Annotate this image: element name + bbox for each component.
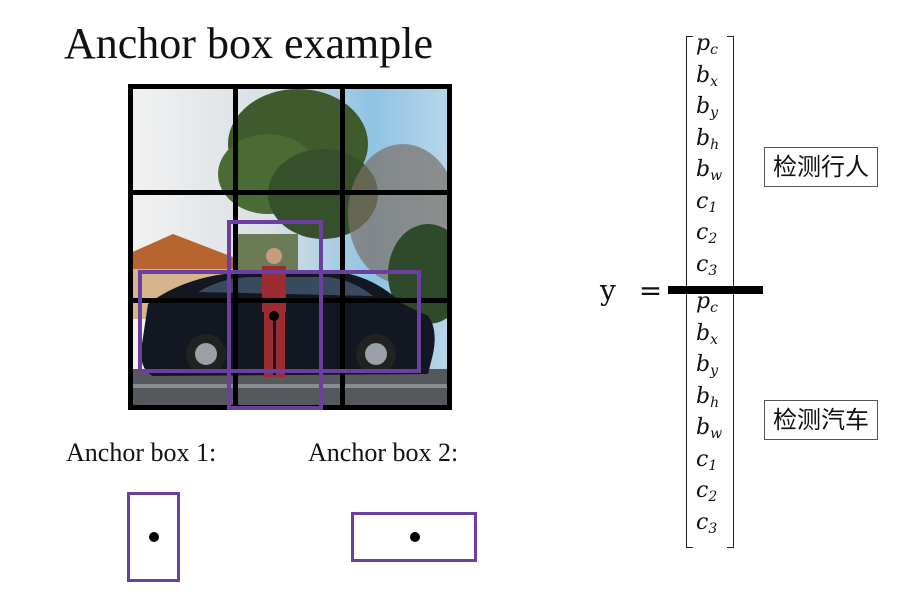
vector-entry-base: b (696, 63, 711, 88)
vector-entry: bh (696, 385, 734, 415)
pedestrian-annotation: 检测行人 (764, 147, 878, 187)
vector-entry: c1 (696, 190, 734, 220)
pedestrian-bounding-box (227, 220, 323, 410)
anchor-box-1-label: Anchor box 1: (66, 438, 217, 467)
vector-entry-base: b (696, 157, 711, 182)
vector-entry-base: b (696, 94, 711, 119)
anchor-box-1-center-dot (149, 532, 159, 542)
vector-entry: bx (696, 64, 734, 94)
car-annotation: 检测汽车 (764, 400, 878, 440)
vector-entry-base: c (696, 252, 709, 277)
vector-entry-base: p (696, 31, 711, 56)
anchor-box-2-center-dot (410, 532, 420, 542)
vector-entry-base: c (696, 478, 709, 503)
vector-entry-subscript: y (710, 363, 719, 379)
grid-line-h1 (128, 84, 452, 89)
vector-entry-subscript: h (710, 395, 720, 411)
equals-sign: = (638, 274, 663, 307)
vector-divider-bar (668, 286, 763, 294)
vector-entry-base: c (696, 189, 709, 214)
vector-entry: bx (696, 322, 734, 352)
vector-entry: bw (696, 416, 734, 446)
vector-entry: c2 (696, 221, 734, 251)
vector-entry: c2 (696, 479, 734, 509)
anchor-box-2-shape (351, 512, 477, 562)
vector-entry-base: c (696, 447, 709, 472)
example-photo (128, 84, 452, 410)
grid-line-v1 (128, 84, 133, 410)
vector-entry-base: b (696, 384, 711, 409)
vector-entry-base: c (696, 220, 709, 245)
vector-entry: pc (696, 290, 734, 320)
vector-entry-subscript: w (710, 168, 723, 184)
vector-entry-base: p (696, 289, 711, 314)
vector-entry: c3 (696, 253, 734, 283)
vector-entry-subscript: 1 (708, 458, 718, 474)
vector-entry-base: b (696, 321, 711, 346)
vector-entry-subscript: x (710, 332, 718, 348)
vector-entry-subscript: 3 (708, 263, 718, 279)
vector-entry-subscript: 1 (708, 200, 718, 216)
vector-entry-subscript: y (710, 105, 719, 121)
grid-line-h2 (128, 190, 452, 195)
vector-entry-subscript: 2 (708, 489, 718, 505)
vector-entry: by (696, 353, 734, 383)
vector-entry-subscript: h (710, 137, 720, 153)
page-title: Anchor box example (64, 19, 433, 68)
vector-entry-base: c (696, 510, 709, 535)
vector-entry: bh (696, 127, 734, 157)
anchor-box-2-label: Anchor box 2: (308, 438, 459, 467)
vector-entry: c1 (696, 448, 734, 478)
vector-entry-subscript: x (710, 74, 718, 90)
vector-entry-base: b (696, 352, 711, 377)
grid-line-v4 (447, 84, 452, 410)
anchor-box-1-shape (127, 492, 180, 582)
vector-entry-subscript: 2 (708, 231, 718, 247)
vector-entry: bw (696, 158, 734, 188)
vector-entry-subscript: 3 (708, 521, 718, 537)
vector-entry-subscript: w (710, 426, 723, 442)
object-midpoint-dot (269, 311, 279, 321)
vector-entry-base: b (696, 415, 711, 440)
vector-entry-subscript: c (710, 300, 718, 316)
vector-entry-subscript: c (710, 42, 718, 58)
output-equation-label: y = (600, 275, 662, 307)
grid-line-v2 (233, 84, 238, 410)
vector-entry-base: b (696, 126, 711, 151)
vector-entry: by (696, 95, 734, 125)
vector-entry: pc (696, 32, 734, 62)
grid-line-h3 (128, 298, 452, 303)
car-bounding-box (138, 270, 421, 373)
vector-entry: c3 (696, 511, 734, 541)
y-symbol: y (600, 274, 616, 307)
grid-line-v3 (340, 84, 345, 410)
